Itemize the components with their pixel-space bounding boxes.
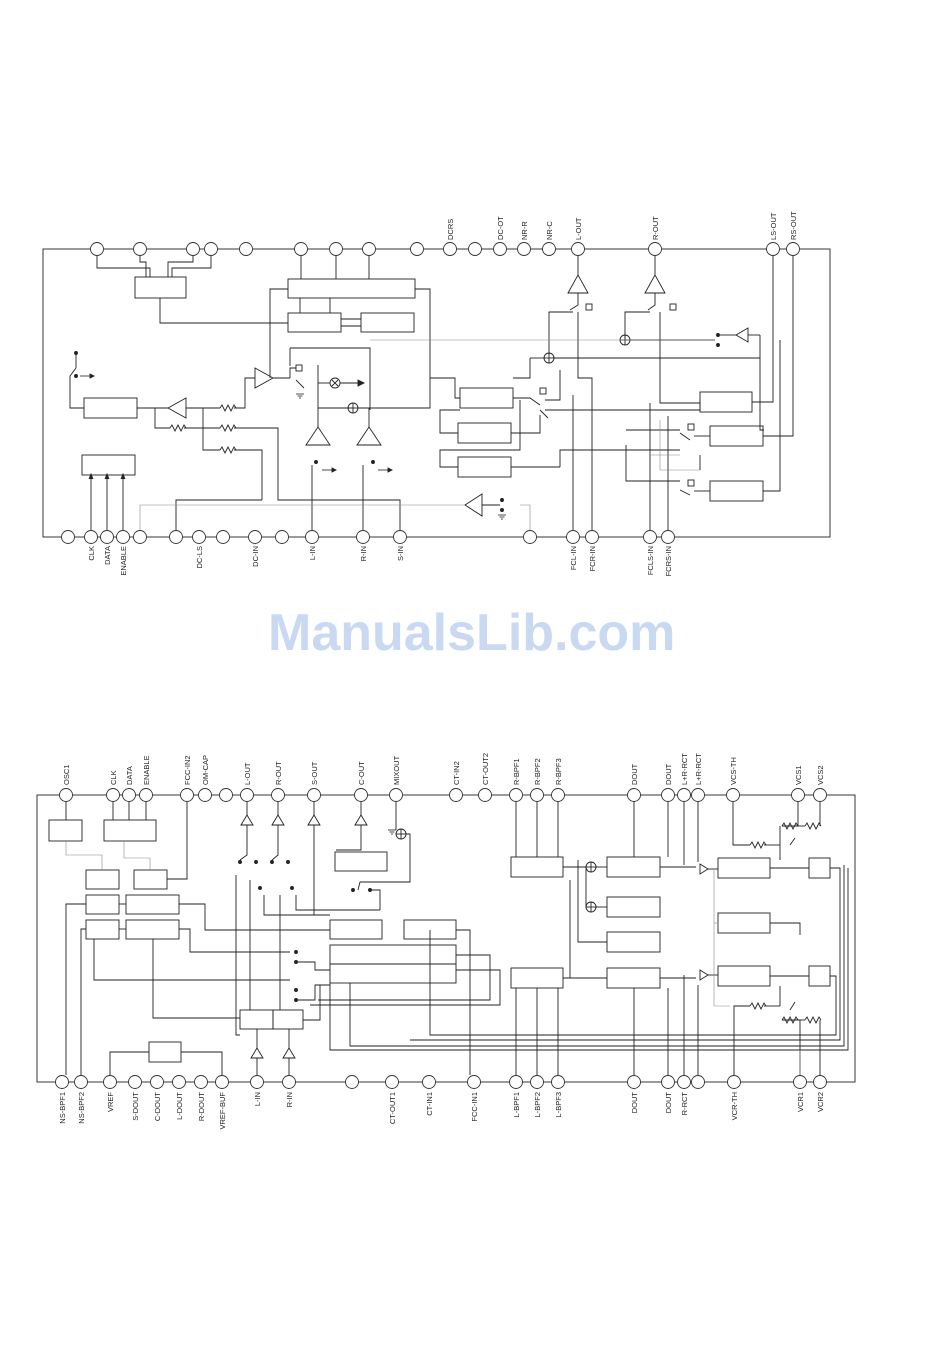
pin2-label-vcs-th: VCS-TH xyxy=(729,757,738,785)
pin2-label-dout-c: DOUT xyxy=(630,1092,639,1114)
pin2-label-dout-a: DOUT xyxy=(630,763,639,785)
pin-label-data: DATA xyxy=(103,546,112,565)
pin-label-ls-out: LS-OUT xyxy=(769,212,778,240)
pin-label-enable: ENABLE xyxy=(119,546,128,576)
pin2-label-osc1: OSC1 xyxy=(62,765,71,785)
pin-label-dc-in: DC-IN xyxy=(251,546,260,567)
pin-label-dc-ot: DC-OT xyxy=(496,216,505,240)
top-pin-labels-1: DCRS DC-OT NR-R NR-C L-OUT R-OUT LS-OUT … xyxy=(446,211,798,240)
gray-signal-lines-2 xyxy=(65,841,801,1075)
pin-label-nr-r: NR-R xyxy=(520,221,529,240)
pin2-label-r-bpf3: R-BPF3 xyxy=(554,758,563,785)
pin2-label-ct-in2: CT-IN2 xyxy=(452,761,461,785)
pin2-label-r-rct: R-RCT xyxy=(680,1092,689,1116)
top-pin-circles-2 xyxy=(59,788,827,802)
pin-label-l-out: L-OUT xyxy=(574,217,583,240)
pin2-label-l-bpf3: L-BPF3 xyxy=(554,1092,563,1117)
pin2-label-ns-bpf1: NS-BPF1 xyxy=(58,1092,67,1124)
pin-label-fcls-in: FCLS-IN xyxy=(646,546,655,575)
pin-label-fcl-in: FCL-IN xyxy=(569,546,578,570)
pin2-label-vref-buf: VREF-BUF xyxy=(218,1092,227,1130)
pin2-label-data: DATA xyxy=(125,766,134,785)
pin2-label-fcc-in1: FCC-IN1 xyxy=(470,1092,479,1122)
watermark-text: ManualsLib.com xyxy=(268,604,675,662)
pin2-label-vcr-th: VCR-TH xyxy=(730,1092,739,1120)
pin-label-s-in: S-IN xyxy=(396,546,405,561)
bottom-pin-circles-2 xyxy=(55,1075,827,1089)
ic-diagram-1 xyxy=(42,242,831,544)
pin2-label-l-out: L-OUT xyxy=(243,762,252,785)
pin2-label-r-out: R-OUT xyxy=(274,761,283,785)
pin-label-l-in: L-IN xyxy=(308,546,317,560)
top-pin-circles-1 xyxy=(90,242,800,256)
pin2-label-s-out: S-OUT xyxy=(310,761,319,785)
ic-diagram-2 xyxy=(36,788,856,1089)
pin2-label-vref: VREF xyxy=(106,1092,115,1112)
pin2-label-vcs2: VCS2 xyxy=(816,765,825,785)
pin-label-clk: CLK xyxy=(87,546,96,561)
pin2-label-c-dout: C-DOUT xyxy=(153,1092,162,1122)
pin2-label-om-cap: OM-CAP xyxy=(201,755,210,785)
pin2-label-c-out: C-OUT xyxy=(357,761,366,785)
pin-label-dcrs: DCRS xyxy=(446,219,455,240)
top-pin-labels-2: OSC1 CLK DATA ENABLE FCC-IN2 OM-CAP L-OU… xyxy=(62,753,825,785)
pin2-label-dout-d: DOUT xyxy=(664,1092,673,1114)
pin2-label-ct-out1: CT-OUT1 xyxy=(388,1092,397,1124)
pin-label-nr-c: NR-C xyxy=(545,221,554,240)
pin2-label-lr-rct-b: L+R-RCT xyxy=(694,753,703,785)
pin2-label-s-dout: S-DOUT xyxy=(131,1092,140,1121)
pin-label-fcrs-in: FCRS-IN xyxy=(664,546,673,576)
pin2-label-ct-in1: CT-IN1 xyxy=(425,1092,434,1116)
pin-label-rs-out: RS-OUT xyxy=(789,211,798,240)
pin-label-fcr-in: FCR-IN xyxy=(588,546,597,571)
chip-outline-2 xyxy=(36,794,856,1083)
pin-label-dc-ls: DC-LS xyxy=(195,546,204,569)
pin2-label-mixout: MIXOUT xyxy=(392,755,401,785)
pin2-label-ns-bpf2: NS-BPF2 xyxy=(77,1092,86,1124)
pin2-label-lr-rct-a: L+R-RCT xyxy=(680,753,689,785)
gray-signal-lines-1 xyxy=(139,339,715,530)
pin2-label-r-bpf1: R-BPF1 xyxy=(512,758,521,785)
pin-label-r-out: R-OUT xyxy=(651,216,660,240)
pin2-label-r-in: R-IN xyxy=(285,1092,294,1107)
pin2-label-r-dout: R-DOUT xyxy=(197,1092,206,1122)
pin2-label-l-dout: L-DOUT xyxy=(175,1092,184,1120)
pin2-label-l-in: L-IN xyxy=(253,1092,262,1106)
pin2-label-vcr1: VCR1 xyxy=(796,1092,805,1112)
bottom-pin-labels-2: NS-BPF1 NS-BPF2 VREF S-DOUT C-DOUT L-DOU… xyxy=(58,1092,825,1130)
bottom-pin-circles-1 xyxy=(61,530,675,544)
pin2-label-vcr2: VCR2 xyxy=(816,1092,825,1112)
pin2-label-l-bpf2: L-BPF2 xyxy=(533,1092,542,1117)
pin2-label-vcs1: VCS1 xyxy=(794,765,803,785)
chip-outline-1 xyxy=(42,248,831,538)
pin2-label-clk: CLK xyxy=(109,770,118,785)
pin2-label-l-bpf1: L-BPF1 xyxy=(512,1092,521,1117)
pin2-label-fcc-in2: FCC-IN2 xyxy=(183,755,192,785)
pin2-label-dout-b: DOUT xyxy=(664,763,673,785)
bottom-pin-labels-1: CLK DATA ENABLE DC-LS DC-IN L-IN R-IN S-… xyxy=(87,546,673,576)
pin2-label-ct-out2: CT-OUT2 xyxy=(481,753,490,785)
pin2-label-enable: ENABLE xyxy=(142,755,151,785)
pin2-label-r-bpf2: R-BPF2 xyxy=(533,758,542,785)
pin-label-r-in: R-IN xyxy=(359,546,368,561)
